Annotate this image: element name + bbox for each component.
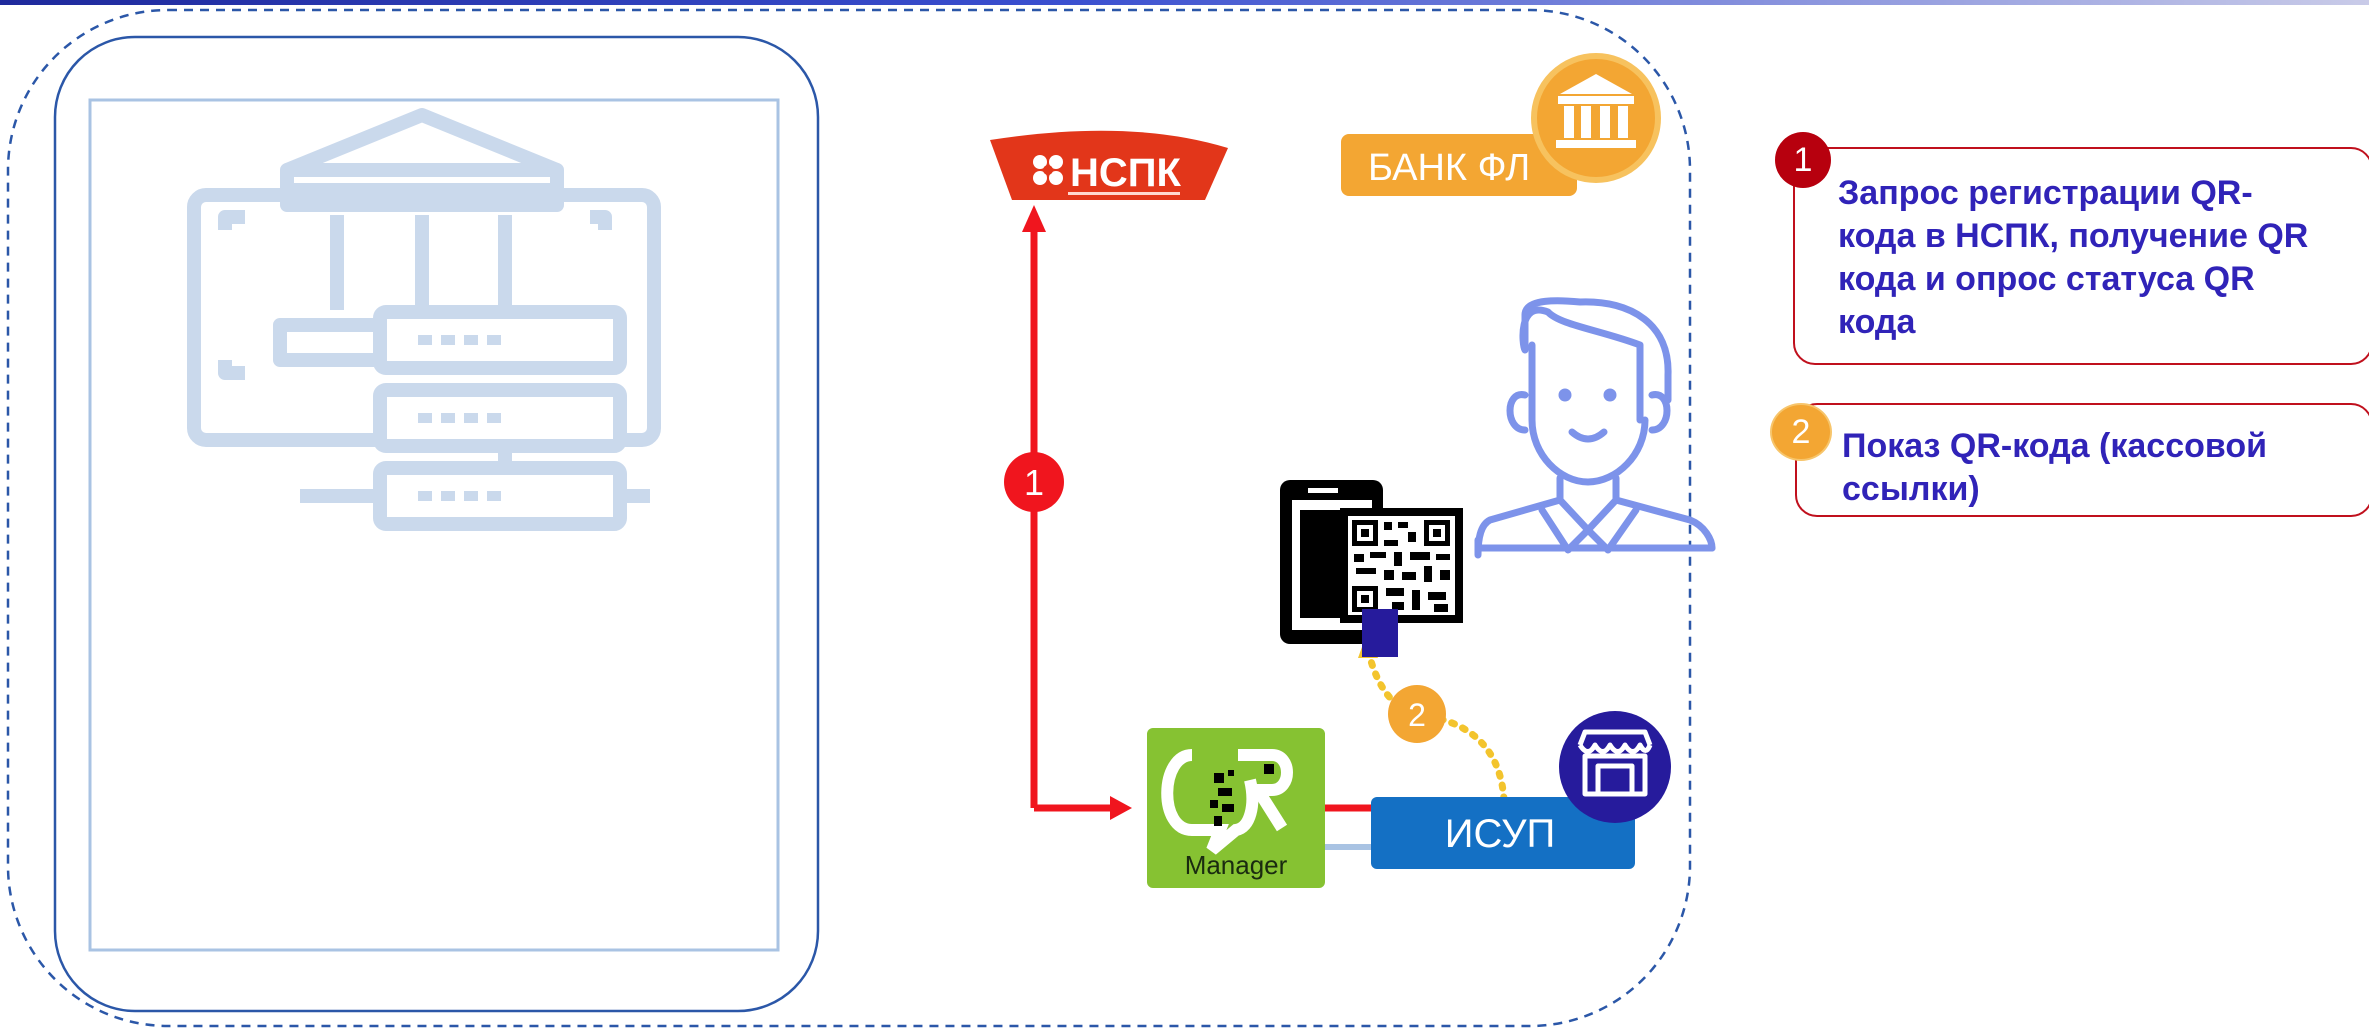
storefront-icon	[1577, 729, 1653, 797]
top-accent-bar	[0, 0, 2369, 5]
mini-qr-icon	[1210, 770, 1234, 826]
left-system-panel	[53, 35, 820, 1013]
legend-item-2-box	[1795, 403, 2369, 517]
nspk-logo: НСПК	[990, 130, 1228, 200]
nspk-flower-icon	[1033, 155, 1063, 185]
flow-2-number: 2	[1408, 697, 1426, 733]
outer-dashed-boundary	[6, 8, 1692, 1028]
legend-item-2-badge: 2	[1770, 403, 1832, 461]
flow-1-arrowhead-right	[1110, 796, 1132, 820]
flow-1-arrowhead-up	[1022, 205, 1046, 232]
nfc-tag	[1362, 609, 1398, 657]
nspk-label: НСПК	[1070, 151, 1182, 195]
isup-label: ИСУП	[1445, 812, 1555, 856]
flow-2-connector	[1364, 646, 1508, 804]
legend-item-2-number: 2	[1791, 412, 1811, 451]
legend-item-1-box	[1793, 147, 2369, 365]
legend-item-2-text: Показ QR-кода (кассовой ссылки)	[1842, 427, 2267, 508]
legend-item-1-number: 1	[1793, 140, 1813, 179]
bank-columns-icon	[1556, 74, 1636, 148]
flow-1-connector	[1030, 232, 1378, 812]
bank-server-ghost-icon	[187, 108, 661, 531]
legend-item-1-badge: 1	[1775, 132, 1831, 188]
qr-manager-node: Manager	[1147, 728, 1325, 888]
server-dots	[418, 335, 501, 501]
flow-1-number: 1	[1024, 462, 1044, 503]
bank-fl-node: БАНК ФЛ	[1341, 53, 1661, 196]
legend-item-1-text: Запрос регистрации QR-кода в НСПК, получ…	[1838, 174, 2309, 341]
phone-qr-icon	[1280, 480, 1463, 657]
flow-2-marker	[1388, 685, 1446, 743]
bank-fl-label: БАНК ФЛ	[1368, 147, 1530, 189]
customer-person-icon	[1474, 297, 1716, 559]
left-inner-frame	[88, 98, 780, 952]
isup-node: ИСУП	[1371, 711, 1671, 869]
qr-manager-label: Manager	[1185, 850, 1288, 880]
flow-1-marker	[1004, 452, 1064, 512]
